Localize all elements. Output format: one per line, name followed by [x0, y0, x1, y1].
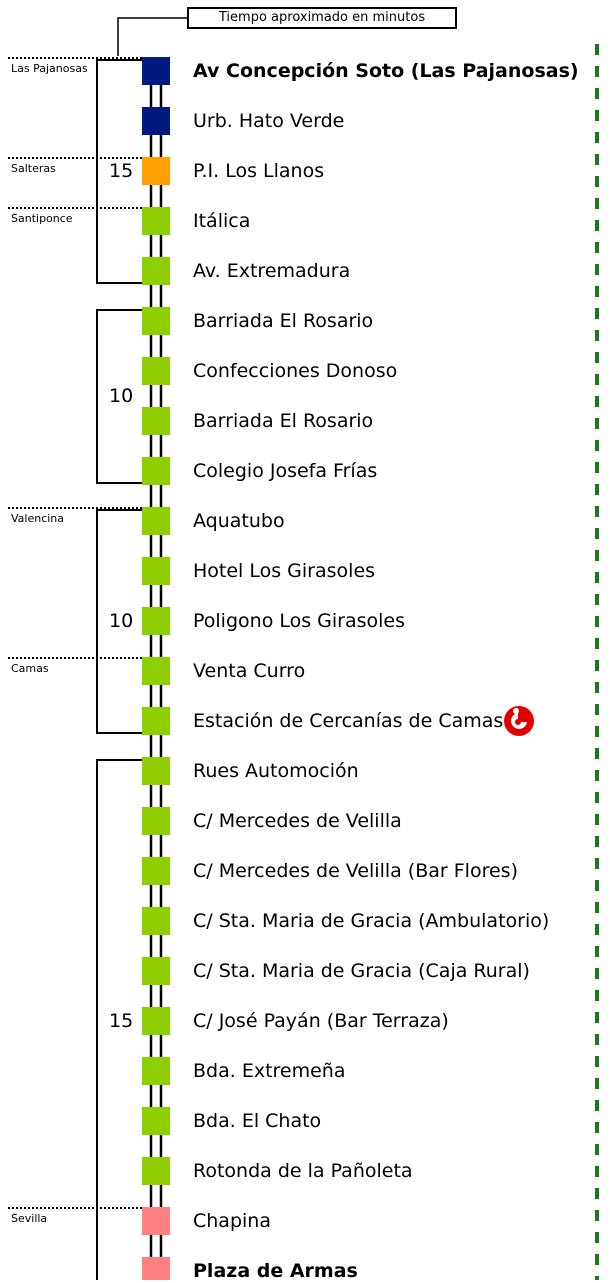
stop-marker	[142, 807, 170, 835]
municipality-label: Santiponce	[11, 212, 73, 225]
stop-name: Urb. Hato Verde	[193, 110, 345, 132]
stop-marker	[142, 557, 170, 585]
stop-name: Poligono Los Girasoles	[193, 610, 406, 632]
time-legend: Tiempo aproximado en minutos	[187, 7, 457, 29]
stop-name: C/ Mercedes de Velilla (Bar Flores)	[193, 860, 518, 882]
stop-name: C/ Sta. Maria de Gracia (Ambulatorio)	[193, 910, 550, 932]
stop-name: C/ Sta. Maria de Gracia (Caja Rural)	[193, 960, 530, 982]
stop-name: Plaza de Armas	[193, 1260, 358, 1282]
renfe-cercanias-icon	[504, 706, 534, 736]
stop-marker	[142, 1007, 170, 1035]
stop-marker	[142, 257, 170, 285]
stop-name: Barriada El Rosario	[193, 410, 374, 432]
stop-marker	[142, 457, 170, 485]
stop-name: Barriada El Rosario	[193, 310, 374, 332]
time-bracket	[96, 509, 142, 734]
stop-marker	[142, 1157, 170, 1185]
stop-name: Rotonda de la Pañoleta	[193, 1160, 413, 1182]
stop-name: Bda. El Chato	[193, 1110, 322, 1132]
stop-marker	[142, 1057, 170, 1085]
renfe-cercanias-icon-mark	[511, 713, 527, 729]
stop-marker	[142, 857, 170, 885]
stop-name: Av Concepción Soto (Las Pajanosas)	[193, 60, 579, 82]
municipality-label: Sevilla	[11, 1212, 48, 1225]
stop-marker	[142, 1207, 170, 1235]
municipality-label: Salteras	[11, 162, 56, 175]
stop-marker	[142, 1257, 170, 1280]
stop-name: Estación de Cercanías de Camas	[193, 710, 504, 732]
stop-marker	[142, 207, 170, 235]
municipality-label: Valencina	[11, 512, 65, 525]
stop-marker	[142, 307, 170, 335]
time-bracket	[96, 309, 142, 484]
segment-minutes: 10	[109, 610, 134, 632]
stop-name: Rues Automoción	[193, 760, 359, 782]
stop-name: P.I. Los Llanos	[193, 160, 325, 182]
renfe-cercanias-icon-dot	[513, 708, 519, 714]
stop-name: Bda. Extremeña	[193, 1060, 346, 1082]
stop-name: Aquatubo	[193, 510, 285, 532]
stop-name: Hotel Los Girasoles	[193, 560, 376, 582]
stop-name: Av. Extremadura	[193, 260, 351, 282]
stop-name: C/ Mercedes de Velilla	[193, 810, 402, 832]
segment-minutes: 15	[109, 160, 134, 182]
stop-marker	[142, 607, 170, 635]
stop-name: Itálica	[193, 210, 251, 232]
stop-marker	[142, 57, 170, 85]
time-bracket	[96, 759, 142, 1280]
stop-name: Colegio Josefa Frías	[193, 460, 378, 482]
stop-marker	[142, 907, 170, 935]
segment-minutes: 10	[109, 385, 134, 407]
legend-connector	[117, 17, 187, 56]
stop-marker	[142, 657, 170, 685]
stop-marker	[142, 407, 170, 435]
stop-name: Chapina	[193, 1210, 271, 1232]
stop-marker	[142, 1107, 170, 1135]
stop-marker	[142, 507, 170, 535]
segment-minutes: 15	[109, 1010, 134, 1032]
municipality-label: Las Pajanosas	[11, 62, 88, 75]
time-bracket	[96, 59, 142, 284]
stop-marker	[142, 957, 170, 985]
municipality-label: Camas	[11, 662, 49, 675]
stop-name: Venta Curro	[193, 660, 306, 682]
stop-marker	[142, 757, 170, 785]
stop-marker	[142, 707, 170, 735]
stop-marker	[142, 157, 170, 185]
stop-marker	[142, 107, 170, 135]
stop-name: C/ José Payán (Bar Terraza)	[193, 1010, 449, 1032]
stop-name: Confecciones Donoso	[193, 360, 398, 382]
stop-marker	[142, 357, 170, 385]
